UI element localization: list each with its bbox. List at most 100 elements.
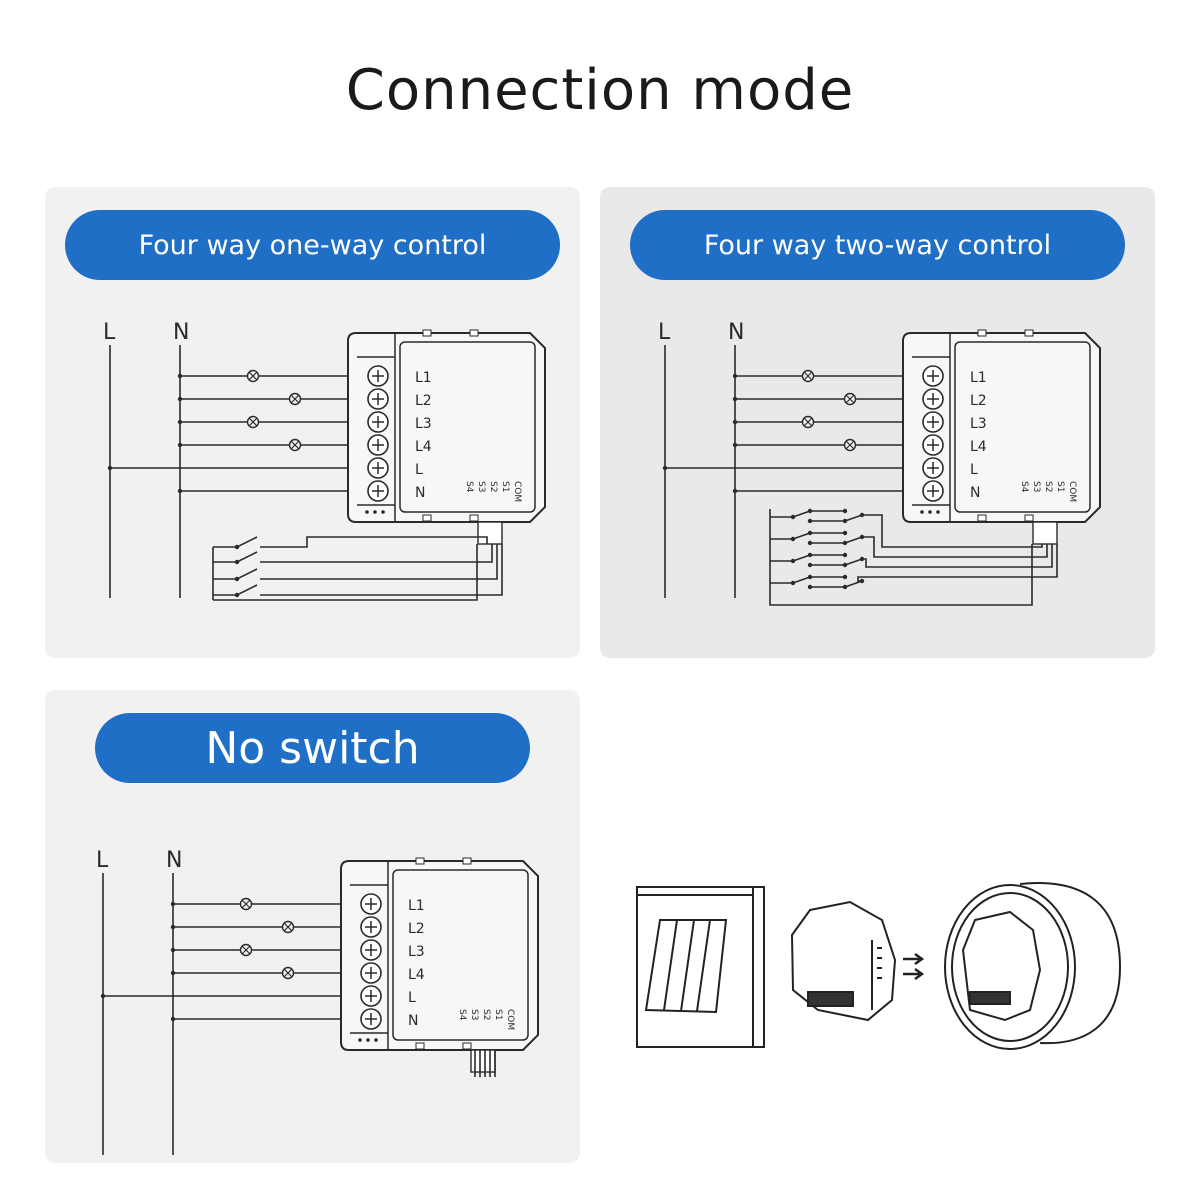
module-clip (977, 329, 987, 337)
module-led (374, 1038, 378, 1042)
wire (844, 514, 1043, 548)
junction-dot (807, 518, 813, 524)
junction-dot (234, 544, 240, 550)
wire (213, 584, 258, 596)
lamp-icon (843, 438, 857, 452)
switch-common (769, 509, 1033, 606)
junction-dot (732, 396, 738, 402)
module-clip (469, 329, 479, 337)
terminal-cross (365, 921, 377, 933)
line-label: L (658, 320, 671, 345)
module-led (381, 510, 385, 514)
terminal-cross (365, 898, 377, 910)
junction-dot (177, 419, 183, 425)
wall-switch-icon (636, 886, 765, 1048)
terminal-label: L2 (970, 393, 987, 409)
module-divider (350, 861, 389, 1050)
junction-dot (842, 530, 848, 536)
installation-illustration (636, 882, 1122, 1050)
junction-dot (234, 559, 240, 565)
wire (213, 568, 258, 580)
switch-icon (213, 568, 258, 582)
module-clip (422, 514, 432, 522)
lamp-cross (249, 372, 257, 380)
wall-box-icon (944, 882, 1122, 1050)
junction-dot (807, 562, 813, 568)
neutral-label: N (166, 848, 182, 873)
module-body (347, 332, 546, 523)
terminal-label: N (408, 1013, 418, 1029)
module-led (920, 510, 924, 514)
junction-dot (732, 442, 738, 448)
junction-dot (807, 574, 813, 580)
junction-dot (170, 1016, 176, 1022)
lamp-cross (249, 418, 257, 426)
terminal-cross (927, 485, 939, 497)
switch-pin-label: COM (505, 1009, 515, 1030)
module-body (902, 332, 1101, 523)
terminal-label: L4 (970, 439, 987, 455)
junction-dot (662, 465, 668, 471)
lamp-cross (284, 923, 292, 931)
junction-dot (859, 578, 865, 584)
terminal-cross (372, 370, 384, 382)
lamp-cross (291, 395, 299, 403)
junction-dot (732, 419, 738, 425)
insert-arrows-icon (903, 952, 925, 981)
junction-dot (807, 552, 813, 558)
wire (213, 551, 258, 563)
terminal-label: L2 (408, 921, 425, 937)
switch-pin-label: S1 (1055, 481, 1065, 492)
module-divider (357, 333, 396, 522)
terminal-cross (365, 990, 377, 1002)
wire (770, 510, 811, 518)
junction-dot (177, 396, 183, 402)
module-body (340, 860, 539, 1051)
lamp-icon (239, 943, 253, 957)
junction-dot (807, 530, 813, 536)
junction-dot (177, 488, 183, 494)
junction-dot (790, 514, 796, 520)
lamp-cross (242, 900, 250, 908)
lamp-icon (246, 415, 260, 429)
wire (260, 544, 498, 580)
two-way-switch-icon (770, 530, 1048, 558)
terminal-label: L3 (408, 944, 425, 960)
switch-pin-label: S3 (1031, 481, 1041, 492)
junction-dot (100, 993, 106, 999)
lamp-icon (843, 392, 857, 406)
junction-dot (234, 592, 240, 598)
terminal-cross (365, 944, 377, 956)
lamp-cross (846, 395, 854, 403)
terminal-label: L (408, 990, 416, 1006)
switch-pin-label: S1 (500, 481, 510, 492)
switch-icon (213, 551, 258, 565)
junction-dot (842, 574, 848, 580)
module-led (365, 510, 369, 514)
terminal-label: L2 (415, 393, 432, 409)
junction-dot (732, 488, 738, 494)
terminal-cross (927, 439, 939, 451)
module-face (399, 341, 536, 513)
relay-module-icon (790, 900, 897, 1022)
lamp-icon (281, 920, 295, 934)
pin-connector (1032, 521, 1058, 545)
switch-pin-label: S3 (469, 1009, 479, 1020)
module-clip (422, 329, 432, 337)
wire (213, 544, 478, 601)
switch-pin-label: S1 (493, 1009, 503, 1020)
lamp-icon (281, 966, 295, 980)
switch-icon (213, 536, 258, 550)
module-face (954, 341, 1091, 513)
module-led (928, 510, 932, 514)
lamp-cross (846, 441, 854, 449)
junction-dot (732, 373, 738, 379)
module-led (358, 1038, 362, 1042)
